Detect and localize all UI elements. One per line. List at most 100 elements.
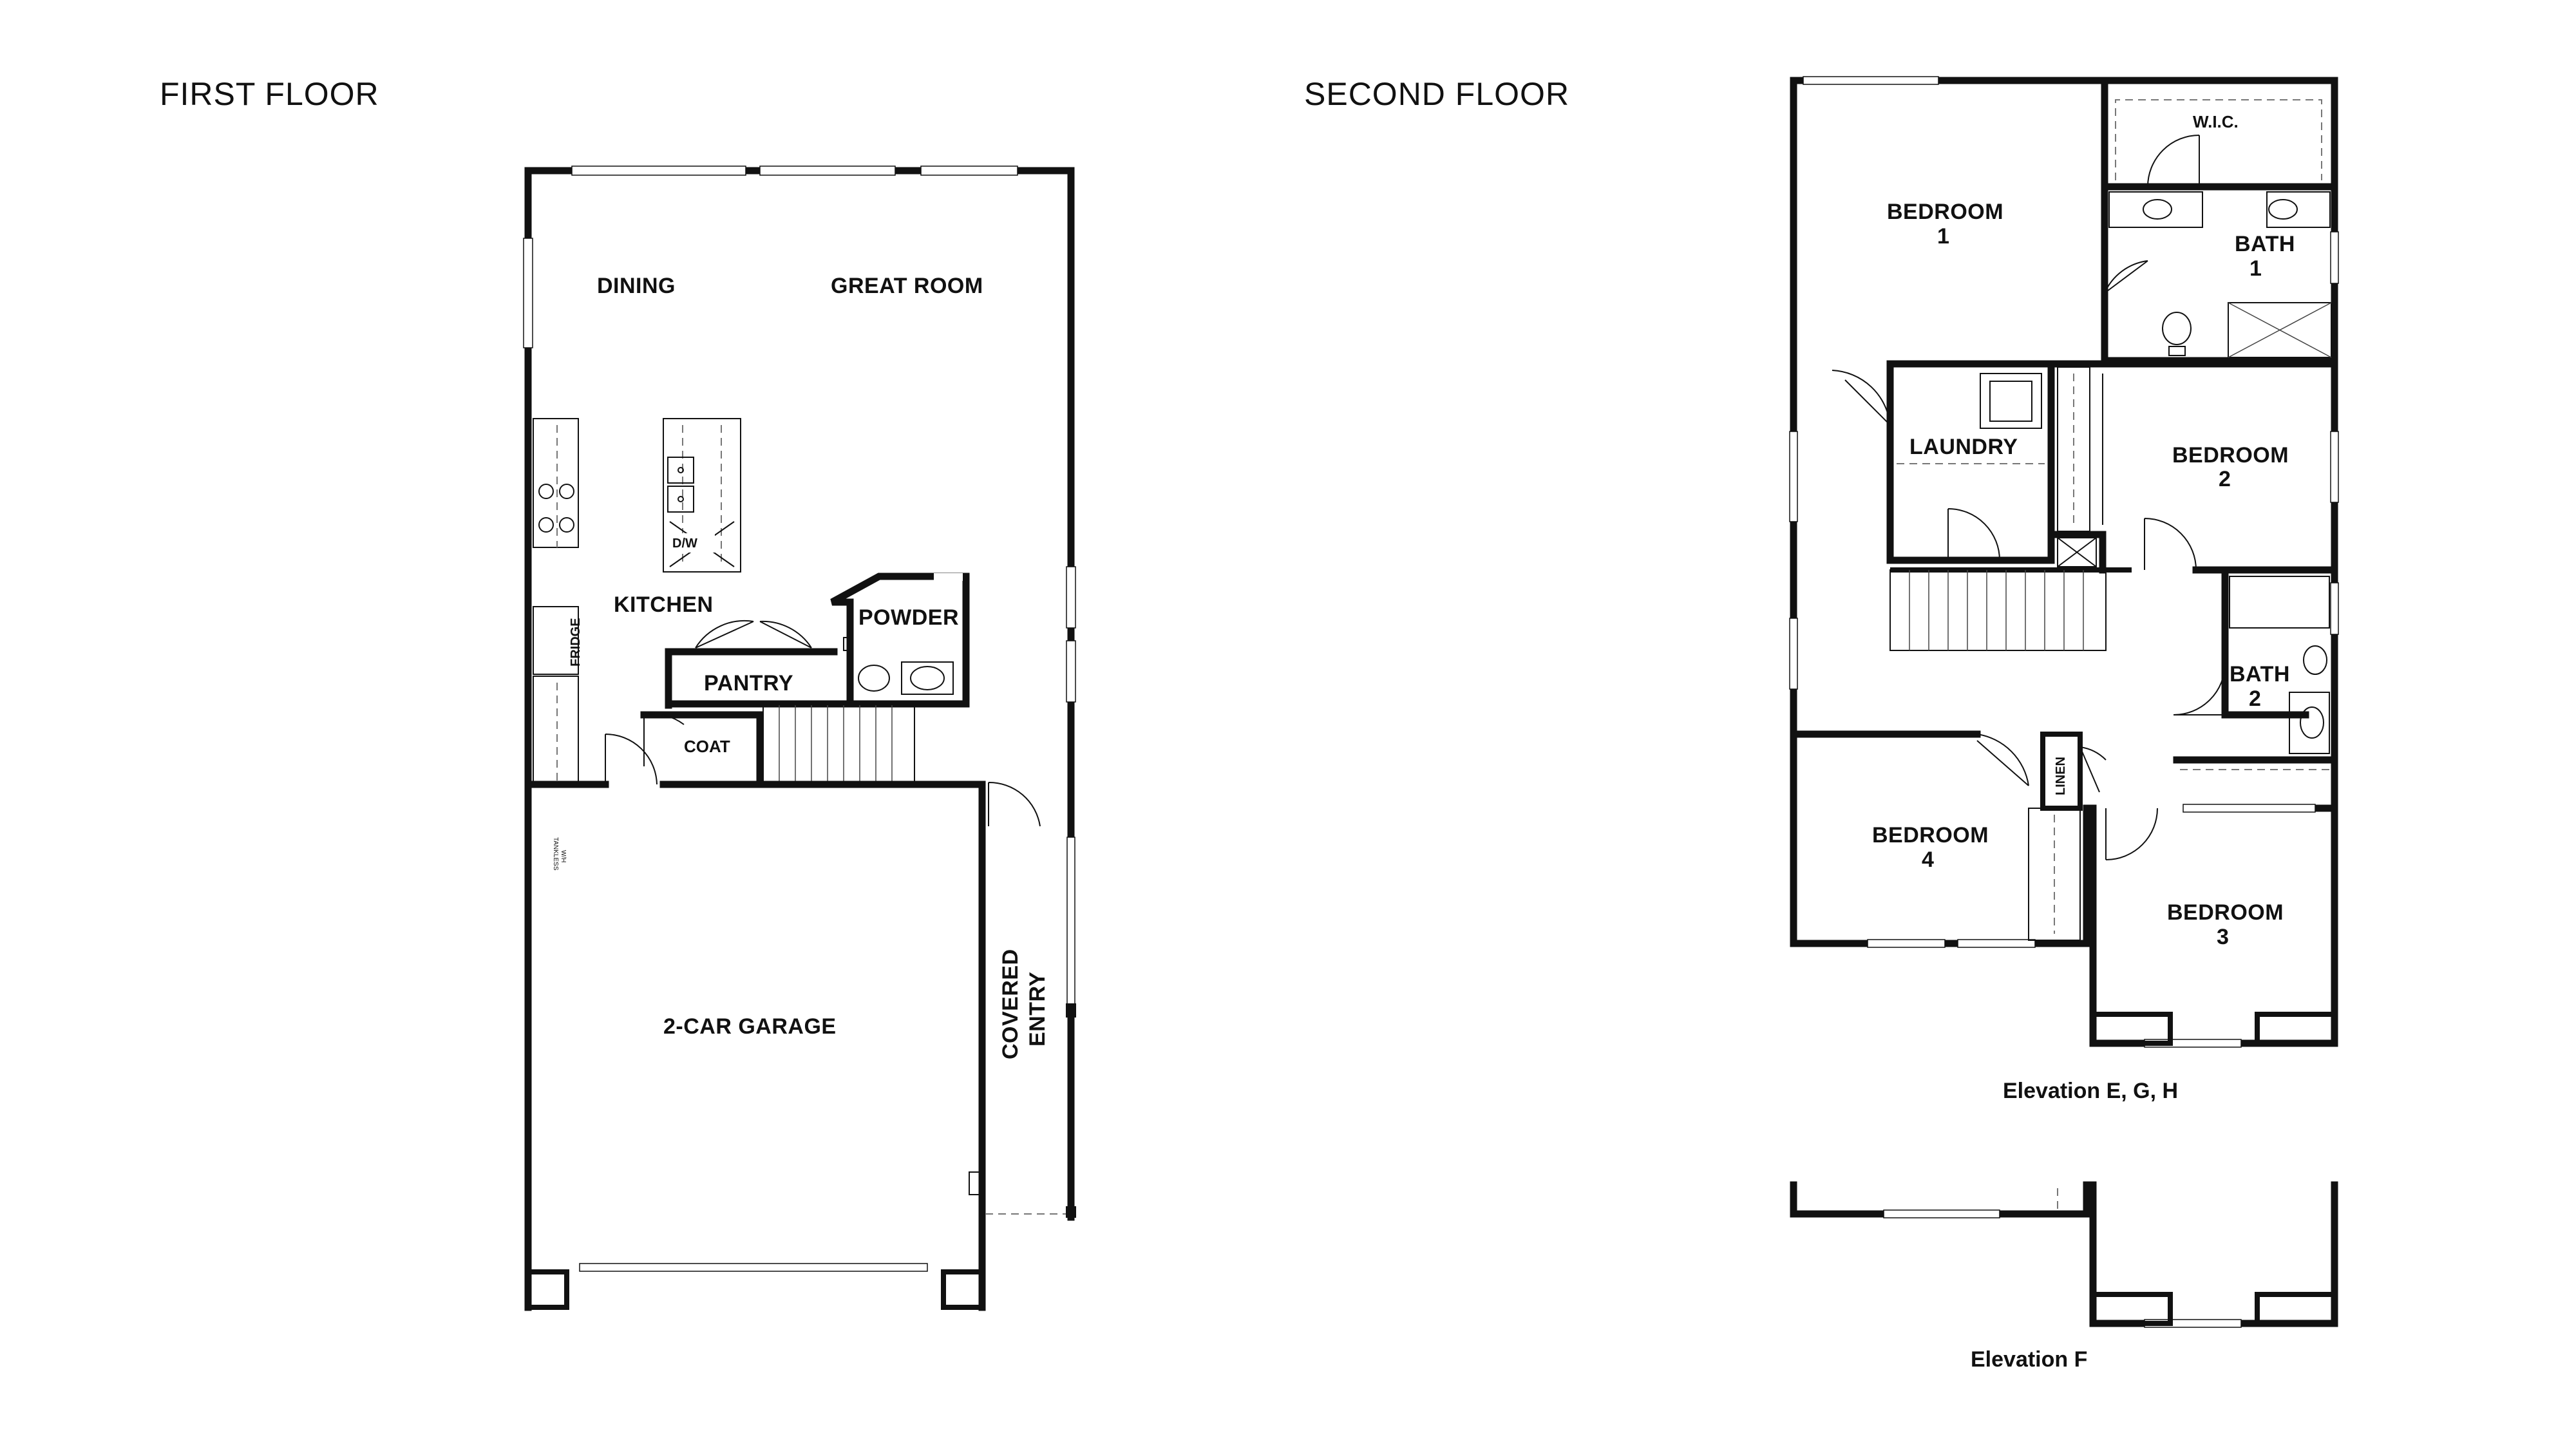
mechanical-chase [2057, 537, 2097, 567]
front-door [988, 781, 1041, 827]
bath1-vanity [2108, 191, 2203, 228]
window [1789, 618, 1798, 690]
fridge-label: FRIDGE [569, 618, 583, 667]
bedroom4-label: BEDROOM [1872, 823, 1989, 848]
first-floor-exterior-wall-right [524, 167, 1075, 830]
cooktop-burner [538, 517, 554, 533]
tankless-label-1: TANKLESS [552, 837, 559, 871]
bath2-wall [2221, 566, 2309, 719]
sink-bowl [667, 457, 694, 484]
window [920, 166, 1018, 176]
great-room-label: GREAT ROOM [831, 274, 983, 298]
window [523, 238, 533, 348]
bedroom2-number: 2 [2219, 467, 2231, 491]
toilet-tank [843, 637, 852, 651]
powder-door-opening [934, 573, 963, 581]
bath2-number: 2 [2249, 687, 2261, 711]
window [1066, 566, 1076, 629]
bath2-vanity [2289, 692, 2330, 754]
laundry-door [1947, 508, 2000, 561]
washer [1980, 373, 2042, 429]
laundry-room-walls [1886, 360, 2055, 564]
bedroom1-label: BEDROOM [1887, 200, 2003, 224]
cooktop-burner [538, 484, 554, 499]
garage-door-to-house [605, 734, 658, 785]
bedroom1-number: 1 [1937, 224, 1949, 249]
bath2-sink [2300, 706, 2324, 739]
bedroom2-label: BEDROOM [2172, 443, 2289, 468]
bedroom3-door [2105, 808, 2158, 860]
bedroom4-number: 4 [1922, 848, 1934, 872]
upper-stair-treads [1909, 570, 2084, 650]
garage-label: 2-CAR GARAGE [663, 1014, 837, 1039]
powder-label: POWDER [858, 605, 959, 630]
bath2-label: BATH [2230, 662, 2290, 687]
kitchen-label: KITCHEN [614, 592, 714, 617]
vanity [901, 661, 954, 695]
laundry-label: LAUNDRY [1909, 435, 2018, 459]
sink-drain [677, 467, 684, 473]
linen-label: LINEN [2054, 757, 2068, 795]
powder-room-walls [830, 573, 970, 708]
window [1803, 76, 1939, 85]
wic-label: W.I.C. [2193, 112, 2239, 131]
wic-shelving [2115, 99, 2322, 180]
bath1-toilet-tank [2168, 346, 2186, 356]
dishwasher-label-bg [670, 533, 715, 553]
bump-out [2090, 1292, 2173, 1326]
linen-door [2079, 746, 2107, 793]
window [2330, 582, 2339, 635]
bath1-label: BATH [2235, 232, 2295, 256]
first-floor-plan: FRIDGE D/W PANTRY POWDER COAT [523, 166, 1076, 1311]
garage-step [969, 1171, 980, 1195]
bedroom2-door [2144, 518, 2197, 571]
pantry-wall [665, 648, 838, 709]
chase-x [2057, 537, 2097, 567]
bedroom3-number: 3 [2217, 925, 2229, 949]
window [2330, 231, 2339, 284]
cooktop-burner [559, 484, 574, 499]
pantry-double-door [695, 620, 812, 649]
bath1-vanity [2266, 191, 2331, 228]
bedroom3-label: BEDROOM [2167, 900, 2284, 925]
tankless-label-2: W/H [560, 850, 567, 862]
first-floor-heading: FIRST FLOOR [160, 76, 379, 112]
bedroom1-door [1832, 370, 1891, 426]
bedroom4-door [1976, 734, 2029, 786]
bath1-sink [2143, 199, 2172, 220]
elevation-f-bedroom-wall [2089, 1181, 2338, 1327]
window [1066, 640, 1076, 703]
shower-slope [2228, 302, 2332, 358]
garage-overhead-door [579, 1263, 928, 1272]
dining-label: DINING [597, 274, 676, 298]
window [1957, 939, 2036, 948]
window [1867, 939, 1946, 948]
slider-door [759, 166, 896, 176]
covered-entry-label-2: ENTRY [1025, 972, 1050, 1046]
entry-window [1066, 837, 1075, 1005]
window [2330, 431, 2339, 503]
fridge [533, 606, 579, 675]
bedroom3-closet-door [2183, 804, 2316, 813]
kitchen-island [663, 418, 741, 573]
coat-closet-walls [640, 711, 764, 786]
window [1789, 431, 1798, 522]
bedroom4-closet [2028, 808, 2081, 941]
elevation-f-partial-plan: Elevation F [1790, 1181, 2338, 1372]
pantry-label: PANTRY [704, 671, 793, 696]
wic-door [2147, 135, 2200, 187]
second-floor-plan: BEDROOM 1 W.I.C. BATH 1 LAUNDRY [1789, 76, 2339, 1103]
elevation-f-caption: Elevation F [1971, 1347, 2087, 1372]
covered-entry-outline [985, 826, 1072, 1215]
bath1-number: 1 [2249, 256, 2262, 281]
garage-pier [526, 1269, 569, 1310]
kitchen-counter [533, 418, 579, 548]
bedroom3-walls [2089, 804, 2338, 1047]
window [571, 166, 746, 176]
bath1-toilet [2162, 312, 2192, 345]
sink-bowl [667, 486, 694, 513]
bath1-door [2104, 260, 2148, 294]
window [1883, 1209, 2000, 1218]
coat-label: COAT [684, 737, 730, 756]
